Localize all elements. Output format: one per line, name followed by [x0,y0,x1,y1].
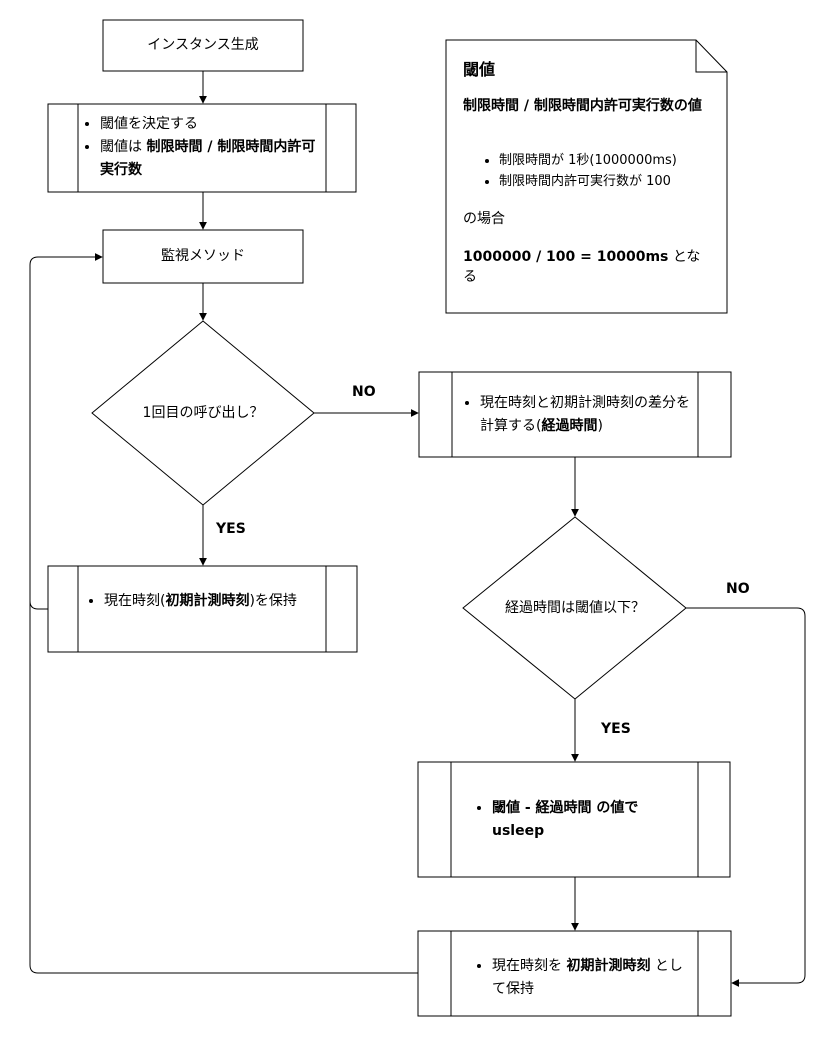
note-shape [445,39,728,314]
monitor-node: 監視メソッド [103,230,303,283]
decision1-no-label: NO [352,384,376,400]
save-first-prefix: 現在時刻( [104,593,166,609]
decision1-label: 1回目の呼び出し？ [142,404,264,421]
monitor-node-label: 監視メソッド [161,248,245,264]
save-first-item: 現在時刻(初期計測時刻)を保持 [104,590,328,613]
save-first-node: 現在時刻(初期計測時刻)を保持 [82,590,328,638]
sleep-bold: 閾値 - 経過時間 [492,800,592,816]
note-title: 閾値 [463,60,496,79]
decision2-node: 経過時間は閾値以下？ [486,595,664,621]
save-current-process-shape [417,930,732,1017]
sleep-node: 閾値 - 経過時間 の値で usleep [470,797,694,847]
start-node: インスタンス生成 [103,20,303,71]
edge-decision2-no [686,607,806,987]
decision2-no-label: NO [726,581,750,597]
sleep-item: 閾値 - 経過時間 の値で usleep [492,797,694,843]
start-node-shape [102,19,304,72]
diff-bold: 経過時間 [541,418,598,434]
save-current-prefix: 現在時刻を [492,958,567,974]
monitor-node-shape [102,229,304,284]
decision2-yes-label: YES [601,721,631,737]
save-first-process-shape [47,565,358,653]
sleep-suffix: の値で usleep [492,800,639,839]
sleep-process-shape [417,761,731,878]
threshold-item-1: 閾値を決定する [100,113,326,136]
note-result: 1000000 / 100 = 10000ms となる [463,246,713,286]
threshold-item-2-bold: 制限時間 / 制限時間内許可実行数 [100,139,316,178]
threshold-node: 閾値を決定する 閾値は 制限時間 / 制限時間内許可実行数 [78,113,326,183]
note-result-bold: 1000000 / 100 = 10000ms [463,249,669,265]
diff-prefix: 現在時刻と初期計測時刻の差分を計算する( [480,395,690,434]
note-bullet-1: 制限時間が 1秒(1000000ms) [499,150,713,171]
save-current-item: 現在時刻を 初期計測時刻 として保持 [492,955,696,1001]
save-current-node: 現在時刻を 初期計測時刻 として保持 [470,955,696,1005]
threshold-item-2: 閾値は 制限時間 / 制限時間内許可実行数 [100,136,326,182]
save-first-suffix: )を保持 [249,593,297,609]
diff-suffix: ) [597,418,603,434]
save-first-bold: 初期計測時刻 [165,593,250,609]
note-bullet-list: 制限時間が 1秒(1000000ms) 制限時間内許可実行数が 100 [463,150,713,192]
save-current-bold: 初期計測時刻 [566,958,651,974]
connectors [29,71,806,987]
threshold-note: 閾値 制限時間 / 制限時間内許可実行数の値 制限時間が 1秒(1000000m… [463,56,713,286]
decision1-node: 1回目の呼び出し？ [120,400,286,426]
edge-save-first-to-monitor [29,253,103,610]
decision1-yes-label: YES [216,521,246,537]
diff-item: 現在時刻と初期計測時刻の差分を計算する(経過時間) [480,392,698,438]
edge-save-current-to-monitor [29,265,418,974]
note-case: の場合 [463,211,505,227]
note-result-suffix: となる [463,249,701,285]
threshold-process-shape [47,103,357,193]
start-node-label: インスタンス生成 [147,37,259,53]
note-bullet-2: 制限時間内許可実行数が 100 [499,171,713,192]
diff-node: 現在時刻と初期計測時刻の差分を計算する(経過時間) [458,392,698,442]
decision2-label: 経過時間は閾値以下？ [505,599,645,616]
threshold-item-2-prefix: 閾値は [100,139,147,155]
note-formula: 制限時間 / 制限時間内許可実行数の値 [463,98,702,114]
save-current-suffix: として保持 [492,958,683,997]
